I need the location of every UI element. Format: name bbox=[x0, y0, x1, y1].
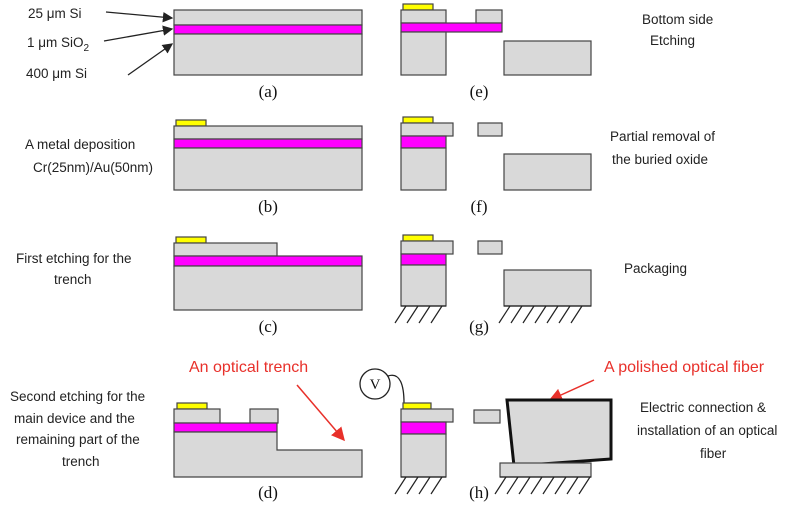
ground-hatch-g-right bbox=[498, 305, 591, 324]
voltmeter-icon bbox=[359, 368, 391, 400]
layer-label-sio2: 1 μm SiO2 bbox=[27, 35, 90, 54]
arrow-si-bottom bbox=[127, 43, 174, 76]
arrow-sio2 bbox=[103, 25, 174, 42]
step-e-label-line2: Etching bbox=[650, 33, 695, 48]
step-c-label-line2: trench bbox=[54, 272, 92, 287]
layer-label-si-bottom: 400 μm Si bbox=[26, 66, 87, 81]
layer-label-si-top: 25 μm Si bbox=[28, 6, 82, 21]
step-h-label-line3: fiber bbox=[700, 446, 727, 461]
step-b-label-line2: Cr(25nm)/Au(50nm) bbox=[33, 160, 153, 175]
annotation-optical-trench: An optical trench bbox=[189, 359, 308, 376]
step-b bbox=[173, 119, 363, 191]
caption-e: (e) bbox=[470, 82, 489, 101]
step-h: V bbox=[359, 368, 613, 495]
step-d-label-line4: trench bbox=[62, 454, 100, 469]
arrow-si-top bbox=[105, 11, 174, 23]
caption-f: (f) bbox=[471, 197, 488, 216]
step-h-label-line1: Electric connection & bbox=[640, 400, 766, 415]
caption-b: (b) bbox=[258, 197, 278, 216]
step-a bbox=[173, 9, 363, 76]
step-d bbox=[173, 402, 363, 478]
step-f-label-line2: the buried oxide bbox=[612, 152, 708, 167]
step-g bbox=[394, 234, 592, 324]
step-c bbox=[173, 236, 363, 311]
caption-h: (h) bbox=[469, 483, 489, 502]
step-d-label-line1: Second etching for the bbox=[10, 389, 145, 404]
step-d-label-line3: remaining part of the bbox=[16, 432, 140, 447]
step-h-label-line2: installation of an optical bbox=[637, 423, 777, 438]
caption-d: (d) bbox=[258, 483, 278, 502]
optical-fiber bbox=[505, 398, 613, 468]
ground-hatch-h-right bbox=[494, 476, 591, 495]
ground-hatch-h-left bbox=[394, 476, 446, 495]
arrow-optical-trench bbox=[296, 384, 345, 442]
caption-g: (g) bbox=[469, 317, 489, 336]
step-e bbox=[400, 3, 592, 76]
probe-wire bbox=[387, 374, 405, 404]
caption-a: (a) bbox=[259, 82, 278, 101]
voltmeter-symbol: V bbox=[370, 377, 381, 393]
step-g-label: Packaging bbox=[624, 261, 687, 276]
arrow-polished-fiber bbox=[548, 379, 595, 402]
caption-c: (c) bbox=[259, 317, 278, 336]
step-d-label-line2: main device and the bbox=[14, 411, 135, 426]
ground-hatch-g-left bbox=[394, 305, 446, 324]
step-e-label-line1: Bottom side bbox=[642, 12, 713, 27]
annotation-polished-fiber: A polished optical fiber bbox=[604, 359, 765, 376]
step-c-label-line1: First etching for the bbox=[16, 251, 132, 266]
step-f-label-line1: Partial removal of bbox=[610, 129, 715, 144]
step-f bbox=[400, 116, 592, 191]
step-b-label-line1: A metal deposition bbox=[25, 137, 135, 152]
